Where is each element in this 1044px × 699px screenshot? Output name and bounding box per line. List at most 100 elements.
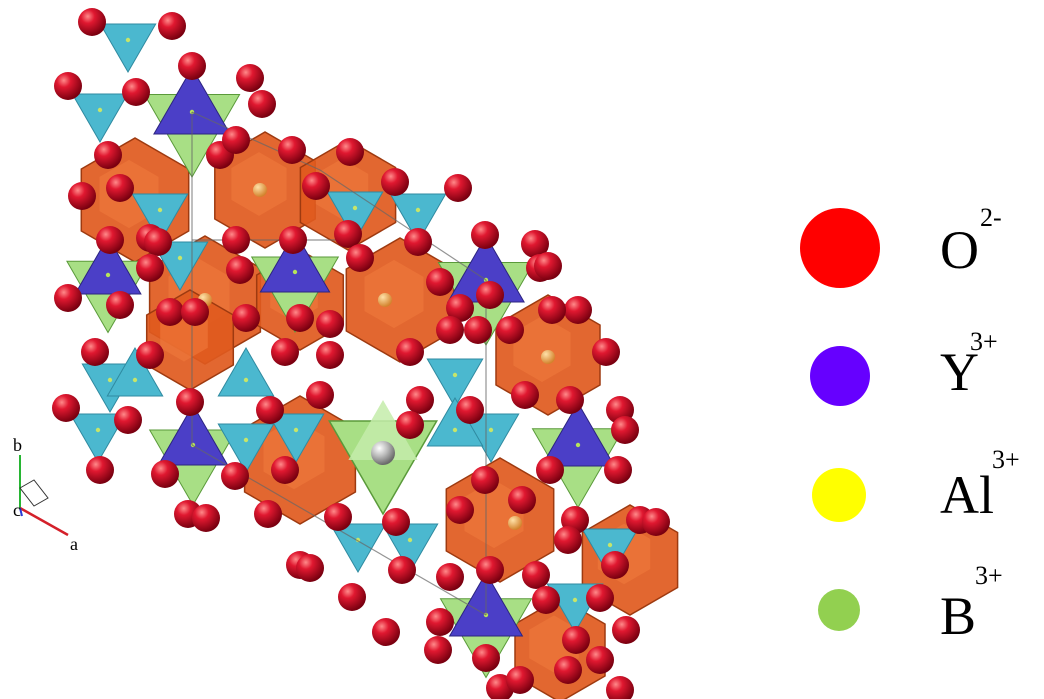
central-prism-top: [348, 400, 418, 460]
oxygen-ion-swatch: [800, 208, 880, 288]
boron-atom: [572, 597, 578, 603]
boron-triangle: [71, 93, 129, 144]
legend-symbol-boron: B: [940, 586, 977, 646]
aluminum-atom: [508, 516, 522, 530]
oxygen-atom: [96, 226, 124, 254]
oxygen-atom: [346, 244, 374, 272]
oxygen-atom: [372, 618, 400, 646]
boron-atom: [97, 107, 103, 113]
oxygen-atom: [464, 316, 492, 344]
oxygen-atom: [222, 126, 250, 154]
octahedron-facet: [513, 316, 571, 382]
aluminum-ion-swatch: [812, 468, 866, 522]
oxygen-atom: [436, 563, 464, 591]
oxygen-atom: [278, 136, 306, 164]
boron-atom: [352, 205, 358, 211]
yttrium-prism: [74, 235, 142, 295]
oxygen-atom: [476, 281, 504, 309]
oxygen-atom: [176, 388, 204, 416]
oxygen-atom: [78, 8, 106, 36]
oxygen-atom: [476, 556, 504, 584]
legend-charge-oxygen: 2-: [980, 203, 1002, 232]
boron-triangle: [326, 191, 384, 242]
oxygen-atom: [396, 338, 424, 366]
oxygen-atom: [606, 676, 634, 699]
oxygen-atom: [144, 228, 172, 256]
oxygen-atom: [642, 508, 670, 536]
oxygen-atom: [506, 666, 534, 694]
oxygen-atom: [511, 381, 539, 409]
aluminum-atom: [378, 293, 392, 307]
oxygen-atom: [424, 636, 452, 664]
oxygen-atom: [151, 460, 179, 488]
legend-symbol-aluminum: Al: [940, 465, 994, 525]
boron-atom: [157, 207, 163, 213]
oxygen-atom: [406, 386, 434, 414]
oxygen-atoms-layer: [52, 8, 670, 699]
oxygen-atom: [286, 304, 314, 332]
boron-triangle: [381, 523, 439, 574]
oxygen-atom: [536, 456, 564, 484]
legend-charge-yttrium: 3+: [970, 327, 998, 356]
oxygen-atom: [336, 138, 364, 166]
oxygen-atom: [94, 141, 122, 169]
boron-triangle: [329, 523, 387, 574]
oxygen-atom: [534, 252, 562, 280]
oxygen-atom: [316, 310, 344, 338]
oxygen-atom: [54, 284, 82, 312]
axis-c-line: [19, 507, 23, 517]
oxygen-atom: [396, 411, 424, 439]
oxygen-atom: [562, 626, 590, 654]
oxygen-atom: [388, 556, 416, 584]
boron-atom: [243, 377, 249, 383]
boron-atom: [95, 427, 101, 433]
oxygen-atom: [508, 486, 536, 514]
legend-symbol-oxygen: O: [940, 220, 979, 280]
oxygen-atom: [554, 526, 582, 554]
oxygen-atom: [324, 503, 352, 531]
boron-atom: [452, 427, 458, 433]
octahedron-facet: [364, 259, 424, 329]
oxygen-atom: [54, 72, 82, 100]
boron-triangle: [99, 23, 157, 74]
oxygen-atom: [586, 584, 614, 612]
boron-atom: [452, 372, 458, 378]
oxygen-atom: [86, 456, 114, 484]
oxygen-atom: [114, 406, 142, 434]
yttrium-prism: [157, 403, 229, 466]
oxygen-atom: [404, 228, 432, 256]
oxygen-atom: [271, 338, 299, 366]
oxygen-atom: [232, 304, 260, 332]
oxygen-atom: [158, 12, 186, 40]
oxygen-atom: [106, 291, 134, 319]
yttrium-prism: [259, 230, 331, 293]
oxygen-atom: [136, 254, 164, 282]
oxygen-atom: [444, 174, 472, 202]
central-atom: [371, 441, 395, 465]
oxygen-atom: [554, 656, 582, 684]
boron-triangle-layer: [69, 23, 639, 634]
axis-label-c: c: [13, 500, 21, 520]
legend-charge-boron: 3+: [975, 561, 1003, 590]
boron-atom: [488, 427, 494, 433]
oxygen-atom: [316, 341, 344, 369]
oxygen-atom: [178, 52, 206, 80]
axis-cell-box: [19, 479, 49, 507]
oxygen-atom: [296, 554, 324, 582]
oxygen-atom: [106, 174, 134, 202]
oxygen-atom: [436, 316, 464, 344]
boron-triangle: [267, 413, 325, 464]
oxygen-atom: [81, 338, 109, 366]
oxygen-atom: [426, 268, 454, 296]
oxygen-atom: [521, 230, 549, 258]
boron-triangle: [151, 241, 209, 292]
oxygen-atom: [472, 644, 500, 672]
axis-indicator: [19, 455, 69, 537]
oxygen-atom: [136, 341, 164, 369]
boron-atom: [125, 37, 131, 43]
boron-atom: [415, 207, 421, 213]
oxygen-atom: [279, 226, 307, 254]
oxygen-atom: [338, 583, 366, 611]
